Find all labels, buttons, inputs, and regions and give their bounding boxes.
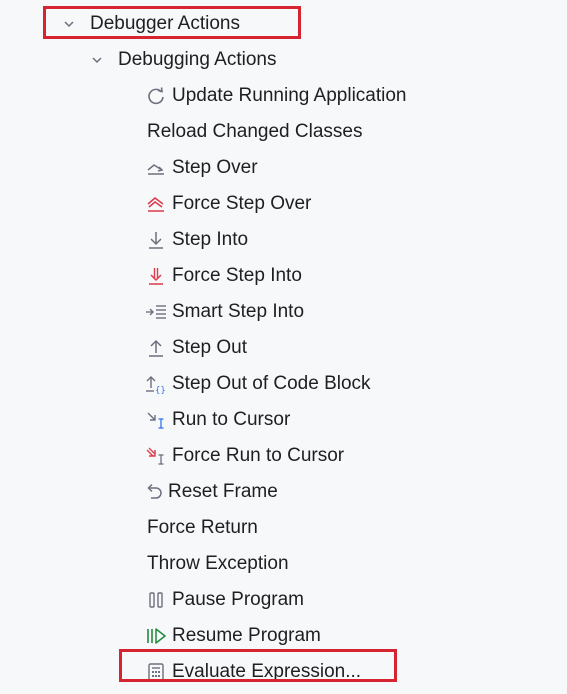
tree-node-debugging-actions[interactable]: Debugging Actions xyxy=(86,42,276,78)
action-step-over[interactable]: Step Over xyxy=(145,150,258,186)
action-label: Update Running Application xyxy=(172,85,407,106)
action-label: Resume Program xyxy=(172,625,321,646)
tree-node-debugger-actions[interactable]: Debugger Actions xyxy=(58,6,240,42)
chevron-down-icon[interactable] xyxy=(86,49,108,71)
reset-frame-icon xyxy=(143,481,165,503)
action-label: Force Step Over xyxy=(172,193,312,214)
force-run-to-cursor-icon xyxy=(145,445,167,467)
pause-icon xyxy=(145,589,167,611)
action-reload-changed-classes[interactable]: Reload Changed Classes xyxy=(147,114,362,150)
action-label: Reload Changed Classes xyxy=(147,121,363,142)
action-label: Step Into xyxy=(172,229,249,250)
action-force-step-into[interactable]: Force Step Into xyxy=(145,258,302,294)
action-label: Throw Exception xyxy=(147,553,289,574)
resume-icon xyxy=(145,625,167,647)
step-into-icon xyxy=(145,229,167,251)
action-reset-frame[interactable]: Reset Frame xyxy=(143,474,278,510)
action-force-step-over[interactable]: Force Step Over xyxy=(145,186,311,222)
action-force-return[interactable]: Force Return xyxy=(147,510,258,546)
action-label: Force Return xyxy=(147,517,258,538)
action-label: Force Run to Cursor xyxy=(172,445,345,466)
run-to-cursor-icon xyxy=(145,409,167,431)
action-force-run-to-cursor[interactable]: Force Run to Cursor xyxy=(145,438,344,474)
action-step-into[interactable]: Step Into xyxy=(145,222,248,258)
action-resume-program[interactable]: Resume Program xyxy=(145,618,321,654)
action-step-out-of-code-block[interactable]: {} Step Out of Code Block xyxy=(145,366,371,402)
action-smart-step-into[interactable]: Smart Step Into xyxy=(145,294,304,330)
action-evaluate-expression[interactable]: Evaluate Expression... xyxy=(145,654,361,690)
action-update-running-application[interactable]: Update Running Application xyxy=(145,78,407,114)
tree-node-label: Debugging Actions xyxy=(118,49,277,70)
smart-step-into-icon xyxy=(145,301,167,323)
step-out-icon xyxy=(145,337,167,359)
action-label: Pause Program xyxy=(172,589,305,610)
action-label: Run to Cursor xyxy=(172,409,291,430)
action-label: Step Out of Code Block xyxy=(172,373,371,394)
force-step-into-icon xyxy=(145,265,167,287)
step-out-code-block-icon: {} xyxy=(145,373,167,395)
action-step-out[interactable]: Step Out xyxy=(145,330,247,366)
action-pause-program[interactable]: Pause Program xyxy=(145,582,304,618)
action-run-to-cursor[interactable]: Run to Cursor xyxy=(145,402,290,438)
action-label: Smart Step Into xyxy=(172,301,305,322)
refresh-icon xyxy=(145,85,167,107)
action-label: Reset Frame xyxy=(168,481,278,502)
calculator-icon xyxy=(145,661,167,683)
action-label: Step Over xyxy=(172,157,258,178)
chevron-down-icon[interactable] xyxy=(58,13,80,35)
action-label: Force Step Into xyxy=(172,265,302,286)
tree-node-label: Debugger Actions xyxy=(90,13,240,34)
action-throw-exception[interactable]: Throw Exception xyxy=(147,546,289,582)
svg-text:{}: {} xyxy=(155,386,166,394)
action-label: Step Out xyxy=(172,337,247,358)
step-over-icon xyxy=(145,157,167,179)
force-step-over-icon xyxy=(145,193,167,215)
action-label: Evaluate Expression... xyxy=(172,661,362,682)
